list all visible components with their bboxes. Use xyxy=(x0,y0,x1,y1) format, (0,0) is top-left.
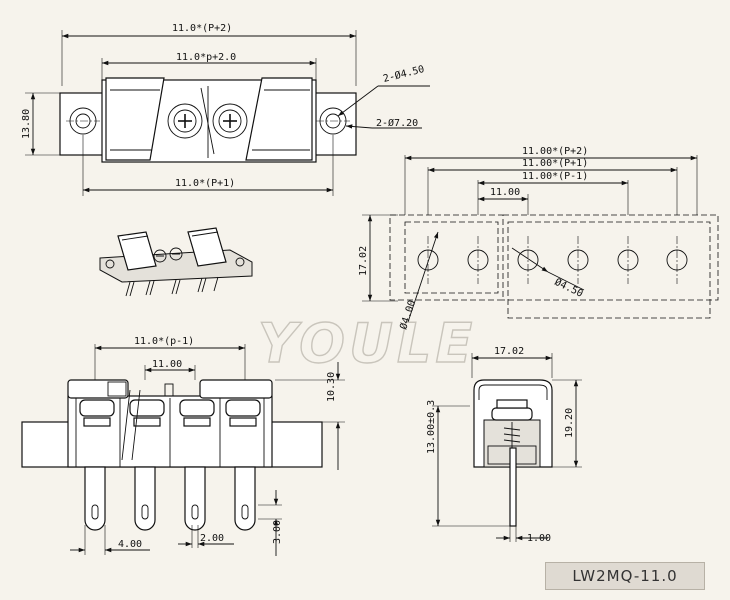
dim-front-pin-slot: 3.00 xyxy=(272,520,283,544)
watermark-logo: YOULE xyxy=(258,312,476,375)
pcb-layout: 11.00*(P+2) 11.00*(P+1) 11.00*(P-1) 11.0… xyxy=(358,146,719,331)
isometric-view xyxy=(99,227,253,297)
dim-side-width: 17.02 xyxy=(494,346,524,357)
part-number-text: LW2MQ-11.0 xyxy=(572,567,678,585)
dim-pcb-height: 17.02 xyxy=(358,246,369,276)
dim-front-pin-pitch: 4.00 xyxy=(118,539,142,550)
dim-front-pin-width: 2.00 xyxy=(200,533,224,544)
dim-front-span: 11.0*(p-1) xyxy=(134,336,194,347)
dim-top-bottom: 11.0*(P+1) xyxy=(175,178,235,189)
dim-pcb-hole: Ø4.50 xyxy=(553,276,585,300)
dim-pcb-p1: 11.00*(P+1) xyxy=(522,158,588,169)
dim-top-height: 13.80 xyxy=(21,109,32,139)
dim-hole-large: 2-Ø7.20 xyxy=(376,117,418,129)
part-number-label: LW2MQ-11.0 xyxy=(545,562,705,590)
dim-pcb-pitch: 11.00 xyxy=(490,187,520,198)
dim-hole-small: 2-Ø4.50 xyxy=(382,63,426,85)
dim-front-pitch: 11.00 xyxy=(152,359,182,370)
side-view: 17.02 19.20 13.00±0.3 1.00 xyxy=(426,346,582,544)
dim-side-height: 19.20 xyxy=(564,408,575,438)
front-view: 11.0*(p-1) 11.00 10.30 xyxy=(21,336,345,556)
dim-top-inner: 11.0*p+2.0 xyxy=(176,52,236,63)
dim-pcb-p2: 11.00*(P+2) xyxy=(522,146,588,157)
dim-front-height: 10.30 xyxy=(326,372,337,402)
dim-side-pin-length: 13.00±0.3 xyxy=(426,400,437,454)
top-view: 11.0*(P+2) 11.0*p+2.0 13.80 xyxy=(21,23,430,196)
dim-top-overall: 11.0*(P+2) xyxy=(172,23,232,34)
dim-pcb-pm1: 11.00*(P-1) xyxy=(522,171,588,182)
dim-side-pin-thickness: 1.00 xyxy=(527,533,551,544)
